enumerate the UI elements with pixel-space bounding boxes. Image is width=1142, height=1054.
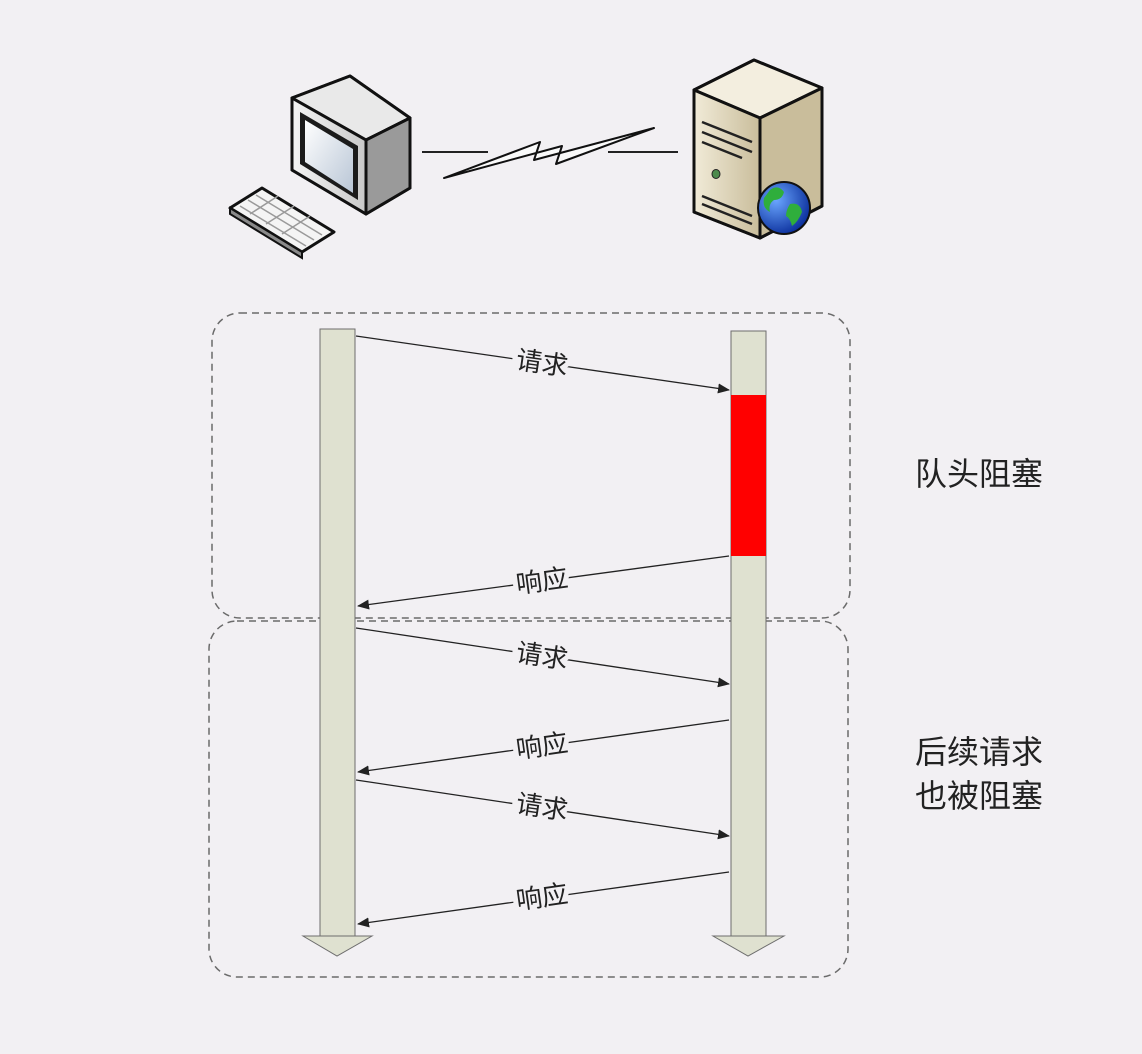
server-lifeline: [711, 330, 786, 957]
message-response-3: 响应: [357, 871, 730, 928]
message-label: 响应: [514, 880, 570, 917]
message-request-3: 请求: [355, 779, 730, 840]
group-box-subsequent-blocked: [208, 620, 849, 978]
message-label: 响应: [514, 564, 570, 601]
client-lifeline: [301, 328, 374, 957]
tower-server-with-globe-icon: [692, 58, 824, 240]
message-request-1: 请求: [355, 335, 730, 394]
message-label: 响应: [514, 729, 570, 766]
message-label: 请求: [514, 345, 570, 382]
message-response-2: 响应: [357, 719, 730, 776]
subsequent-blocked-label-line1: 后续请求: [915, 733, 1043, 771]
subsequent-blocked-label-line2: 也被阻塞: [915, 777, 1043, 815]
message-label: 请求: [514, 638, 570, 675]
lightning-link-icon: [422, 127, 678, 179]
group-box-hol-blocking: [211, 312, 851, 619]
message-response-1: 响应: [357, 555, 730, 610]
blocked-processing-bar: [731, 395, 766, 556]
message-label: 请求: [514, 789, 570, 826]
desktop-computer-icon: [228, 74, 412, 260]
hol-blocking-label: 队头阻塞: [915, 455, 1043, 493]
message-request-2: 请求: [355, 627, 730, 688]
